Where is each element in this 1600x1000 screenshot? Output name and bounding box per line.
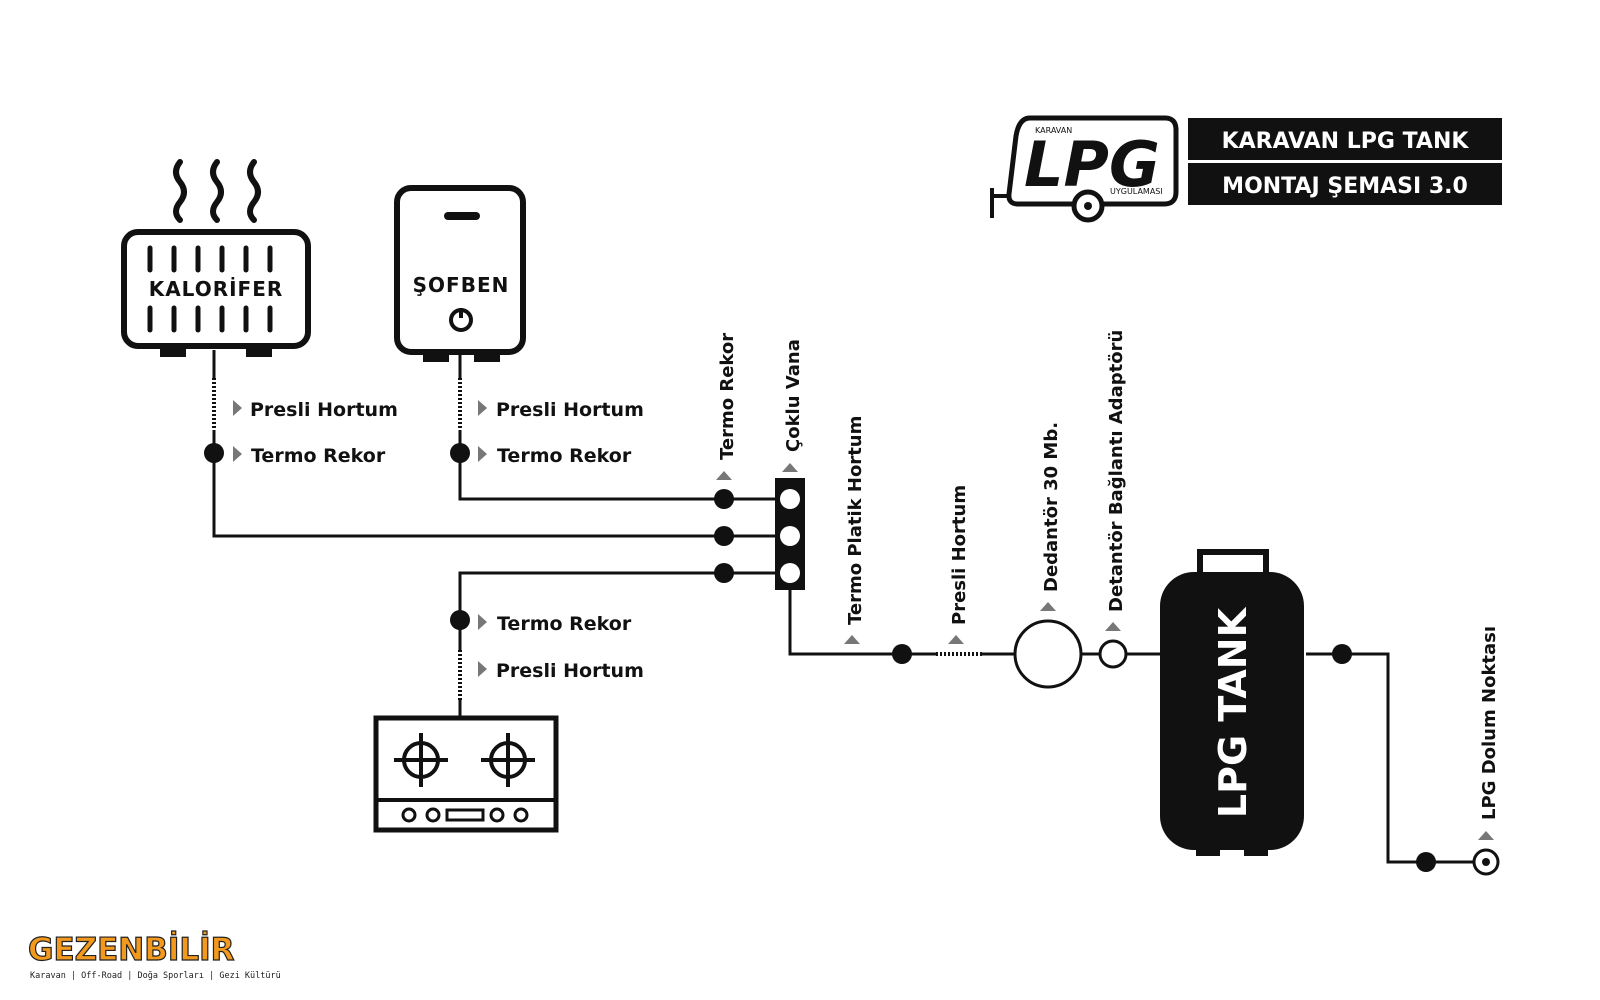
manifold-fitting-dot (714, 489, 734, 509)
manifold-fitting-dot (714, 526, 734, 546)
regulator-adapter-label: Detantör Bağlantı Adaptörü (1106, 330, 1127, 612)
branch-labels: Presli Hortum Termo Rekor Presli Hortum … (233, 399, 644, 682)
water-heater-appliance: ŞOFBEN (394, 185, 526, 362)
manifold-fitting-label: Termo Rekor (717, 333, 738, 460)
gezenbilir-logo: GEZENBİLİR Karavan | Off-Road | Doğa Spo… (27, 931, 281, 981)
stove-hose-label: Presli Hortum (496, 660, 644, 682)
fill-point-label: LPG Dolum Noktası (1479, 626, 1500, 820)
gas-stove-icon (373, 715, 559, 833)
flex-hose-fitting-dot (892, 644, 912, 664)
knob-row-icon (401, 807, 529, 823)
stove-fitting-dot (450, 610, 470, 630)
fill-line (1306, 652, 1474, 864)
regulator-label: Dedantör 30 Mb. (1041, 422, 1062, 592)
heater-hose-label: Presli Hortum (250, 399, 398, 421)
manifold-fitting-dot (714, 563, 734, 583)
stove-fitting-label: Termo Rekor (497, 613, 632, 635)
heat-wave-icon (247, 159, 261, 223)
fill-line-fitting-dot (1416, 852, 1436, 872)
flex-hose-label: Termo Platik Hortum (845, 416, 866, 625)
water-heater-hose-label: Presli Hortum (496, 399, 644, 421)
lpg-tank: LPG TANK (1160, 549, 1304, 856)
logo-bottom-text: UYGULAMASI (1110, 187, 1163, 196)
brand-name: GEZENBİLİR (28, 932, 235, 968)
regulator-icon (1013, 619, 1083, 689)
pressed-hose-label: Presli Hortum (949, 485, 970, 625)
vertical-labels: Termo Rekor Çoklu Vana Termo Platik Hort… (716, 330, 1500, 840)
flex-hose-line (788, 590, 936, 656)
burner-icon (394, 733, 448, 787)
fittings (204, 443, 1436, 872)
brand-tagline: Karavan | Off-Road | Doğa Sporları | Gez… (30, 971, 281, 981)
heat-wave-icon (173, 159, 187, 223)
water-heater-fitting-dot (450, 443, 470, 463)
stove-pipe (458, 571, 776, 650)
regulator-adapter-icon (1098, 639, 1128, 669)
heat-wave-icon (210, 159, 224, 223)
heater-fitting-dot (204, 443, 224, 463)
caravan-lpg-logo: KARAVAN LPG UYGULAMASI (990, 115, 1179, 223)
title-block: KARAVAN LPG TANK MONTAJ ŞEMASI 3.0 (1188, 118, 1502, 205)
burner-icon (481, 733, 535, 787)
fill-point-icon (1472, 848, 1500, 876)
logo-main-text: LPG (1024, 128, 1160, 201)
title-line-2: MONTAJ ŞEMASI 3.0 (1222, 174, 1468, 199)
water-heater-label: ŞOFBEN (413, 273, 510, 297)
title-line-1: KARAVAN LPG TANK (1222, 129, 1470, 154)
manifold-valve (775, 478, 805, 590)
water-heater-fitting-label: Termo Rekor (497, 445, 632, 467)
heater-label: KALORİFER (149, 277, 284, 301)
heater-fitting-label: Termo Rekor (251, 445, 386, 467)
heater-appliance: KALORİFER (121, 159, 311, 357)
manifold-valve-label: Çoklu Vana (783, 339, 804, 452)
tank-label: LPG TANK (1211, 606, 1255, 818)
tank-outlet-fitting-dot (1332, 644, 1352, 664)
heater-pipe (212, 430, 776, 538)
logo-top-text: KARAVAN (1035, 126, 1072, 135)
